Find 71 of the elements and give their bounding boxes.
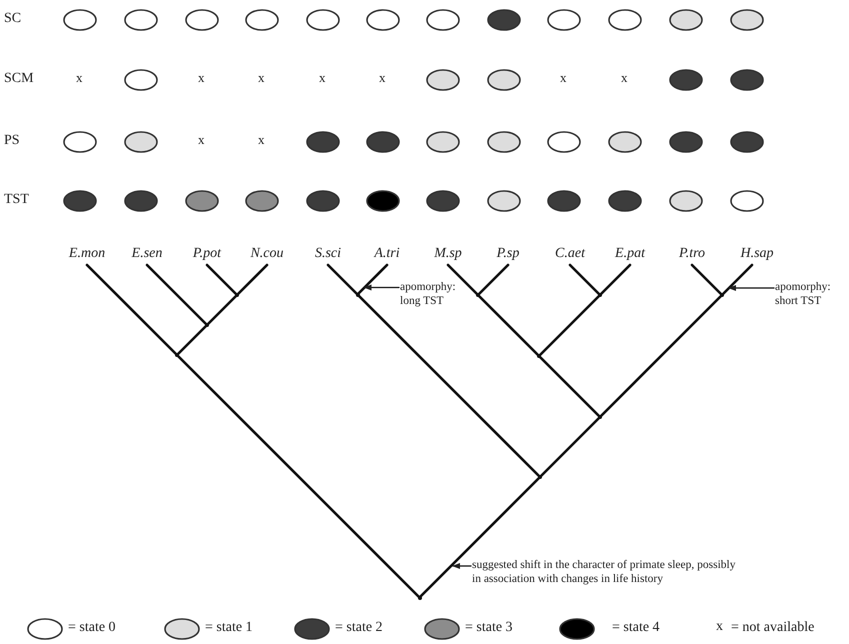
legend-label: = state 3 xyxy=(465,620,513,636)
legend-label: = not available xyxy=(731,620,814,636)
branch-line xyxy=(598,264,632,296)
row-label: TST xyxy=(4,192,29,208)
branch-line xyxy=(146,264,208,326)
branch-line xyxy=(446,264,480,296)
taxon-label: A.tri xyxy=(362,245,412,263)
branch-line xyxy=(418,476,542,599)
row-label: SC xyxy=(4,11,22,27)
legend-label: = state 1 xyxy=(205,620,253,636)
not-available-mark: x xyxy=(258,70,264,86)
annotation-text: suggested shift in the character of primate sleep, possibly in association with changes in life history xyxy=(472,558,742,586)
taxon-label: P.tro xyxy=(667,245,717,263)
taxon-label: P.pot xyxy=(182,245,232,263)
taxon-label: E.pat xyxy=(605,245,655,263)
not-available-mark: x xyxy=(198,70,204,86)
row-label: PS xyxy=(4,133,20,149)
legend-label: = state 4 xyxy=(612,620,660,636)
branch-point xyxy=(175,353,179,357)
legend-sample-mark: x xyxy=(716,619,723,635)
taxon-label: N.cou xyxy=(242,245,292,263)
branch-point xyxy=(356,292,360,296)
branch-point xyxy=(598,415,602,419)
branch-point xyxy=(235,293,239,297)
not-available-mark: x xyxy=(198,132,204,148)
not-available-mark: x xyxy=(319,70,326,86)
legend-label: = state 2 xyxy=(335,620,383,636)
branch-line xyxy=(326,264,359,296)
row-label: SCM xyxy=(4,71,34,87)
branch-point xyxy=(205,323,209,327)
branch-line xyxy=(176,324,208,356)
branch-point xyxy=(598,293,602,297)
taxon-label: E.mon xyxy=(62,245,112,263)
branch-line xyxy=(236,264,268,296)
branch-line xyxy=(476,294,540,358)
legend-label: = state 0 xyxy=(68,620,116,636)
branch-line xyxy=(598,294,724,418)
branch-line xyxy=(720,264,754,296)
taxon-label: P.sp xyxy=(483,245,533,263)
branch-point xyxy=(538,475,542,479)
branch-line xyxy=(690,264,724,296)
branch-point xyxy=(537,354,541,358)
not-available-mark: x xyxy=(560,70,566,86)
branch-line xyxy=(538,294,602,358)
not-available-mark: x xyxy=(621,70,628,86)
annotation-text: apomorphy: long TST xyxy=(400,280,464,308)
not-available-mark: x xyxy=(258,132,264,148)
annotation-text: apomorphy: short TST xyxy=(775,280,845,308)
branch-line xyxy=(568,264,602,296)
branch-line xyxy=(206,264,238,296)
branch-line xyxy=(176,354,421,599)
branch-point xyxy=(476,293,480,297)
not-available-mark: x xyxy=(76,70,82,86)
leader-line xyxy=(728,285,775,291)
branch-line xyxy=(538,416,602,478)
leader-line xyxy=(452,563,472,569)
branch-line xyxy=(476,264,510,296)
branch-point xyxy=(720,293,724,297)
taxon-label: E.sen xyxy=(122,245,172,263)
branch-line xyxy=(206,294,238,326)
taxon-label: M.sp xyxy=(423,245,473,263)
leader-line xyxy=(364,284,400,290)
taxon-label: H.sap xyxy=(732,245,782,263)
branch-point xyxy=(418,596,422,600)
taxon-label: C.aet xyxy=(545,245,595,263)
branch-line xyxy=(538,354,602,418)
branch-line xyxy=(86,264,178,356)
branch-line xyxy=(356,293,542,478)
not-available-mark: x xyxy=(379,70,386,86)
branch-line xyxy=(356,264,388,296)
taxon-label: S.sci xyxy=(303,245,353,263)
